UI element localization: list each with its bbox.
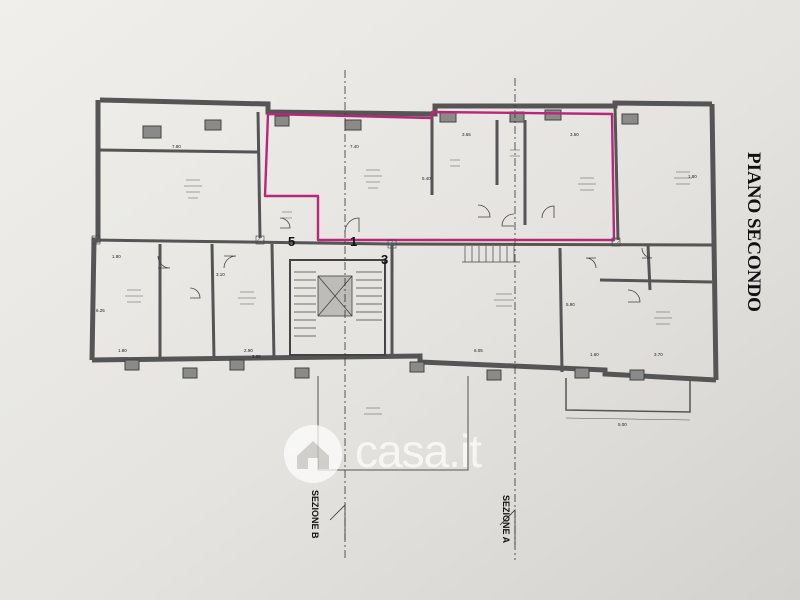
dim-label: 1.80 — [118, 348, 127, 353]
marker-3: 3 — [381, 252, 388, 267]
dim-label: 3.55 — [252, 354, 261, 359]
dim-label: 1.60 — [590, 352, 599, 357]
section-labels: SEZIONE B SEZIONE A — [310, 490, 511, 544]
dim-label: 7.80 — [172, 144, 181, 149]
floor-title: PIANO SECONDO — [743, 152, 764, 312]
dim-label: 1.80 — [688, 174, 697, 179]
watermark-brand: casa.it — [355, 425, 482, 477]
casa-logo-icon — [284, 425, 342, 483]
exterior-walls — [89, 97, 719, 383]
dim-label: 5.00 — [618, 422, 627, 427]
dim-label: 3.65 — [462, 132, 471, 137]
balcony — [317, 376, 691, 471]
marker-1: 1 — [350, 234, 357, 249]
interior-walls — [93, 105, 713, 373]
dim-label: 6.05 — [474, 348, 483, 353]
section-b-label: SEZIONE B — [310, 490, 320, 539]
dim-label: 1.80 — [112, 254, 121, 259]
window-notches-top — [142, 109, 639, 139]
door-swings — [157, 204, 653, 303]
dim-label: 2.90 — [244, 348, 253, 353]
dim-label: 6.25 — [96, 308, 105, 313]
markers: 1 3 5 — [288, 234, 388, 267]
dim-label: 5.90 — [566, 302, 575, 307]
dim-label: 3.70 — [654, 352, 663, 357]
casa-watermark: casa.it — [283, 422, 523, 486]
dim-label: 3.10 — [216, 272, 225, 277]
dimension-labels: 7.80 7.40 5.40 3.65 3.50 1.80 1.80 3.10 … — [96, 132, 697, 427]
section-arrows — [329, 504, 516, 545]
small-stairs — [462, 246, 520, 263]
section-a-label: SEZIONE A — [501, 495, 511, 544]
marker-5: 5 — [288, 234, 295, 249]
window-notches-bottom — [124, 359, 645, 381]
section-lines — [344, 70, 516, 560]
dim-label: 3.50 — [570, 132, 579, 137]
dim-label: 5.40 — [422, 176, 431, 181]
stairwell — [289, 259, 386, 356]
dim-label: 7.40 — [350, 144, 359, 149]
room-label-marks — [125, 149, 692, 415]
structural-columns — [91, 235, 621, 249]
